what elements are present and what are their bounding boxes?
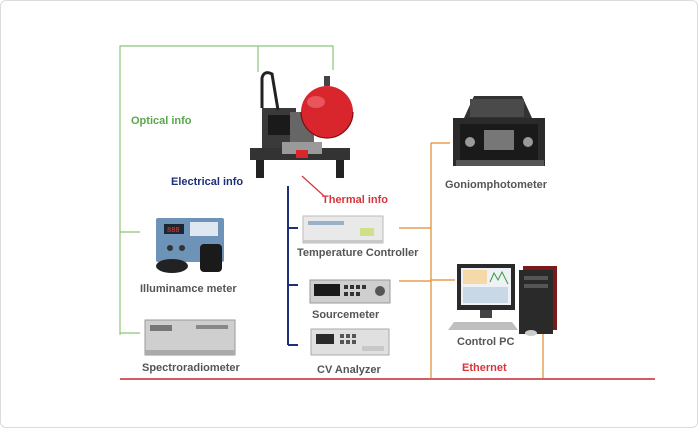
control-connections [399,142,544,378]
optical-connections [119,45,334,335]
sourcemeter-label: Sourcemeter [312,309,380,321]
spectroradiometer-illustration [144,319,236,356]
cv-analyzer-label: CV Analyzer [317,364,381,376]
illuminance-meter-illustration: 888 [156,218,224,273]
goniophotometer-label: Goniomphotometer [445,179,548,191]
spectroradiometer-label: Spectroradiometer [142,362,240,374]
svg-text:888: 888 [167,227,180,235]
electrical-info-label: Electrical info [171,176,244,188]
cv-analyzer-illustration [310,328,390,356]
temperature-controller-label: Temperature Controller [297,247,419,259]
control-pc-label: Control PC [457,336,515,348]
control-pc-illustration [448,264,557,336]
sourcemeter-illustration [309,279,391,304]
goniophotometer-illustration [453,96,545,166]
thermal-info-label: Thermal info [322,194,389,206]
electrical-connections [287,186,298,346]
temperature-controller-illustration [302,215,384,244]
thermal-connection [301,175,325,197]
integrating-sphere-illustration [250,71,354,178]
illuminance-meter-label: Illuminamce meter [140,283,237,295]
optical-info-label: Optical info [131,115,192,127]
ethernet-label: Ethernet [462,362,507,374]
